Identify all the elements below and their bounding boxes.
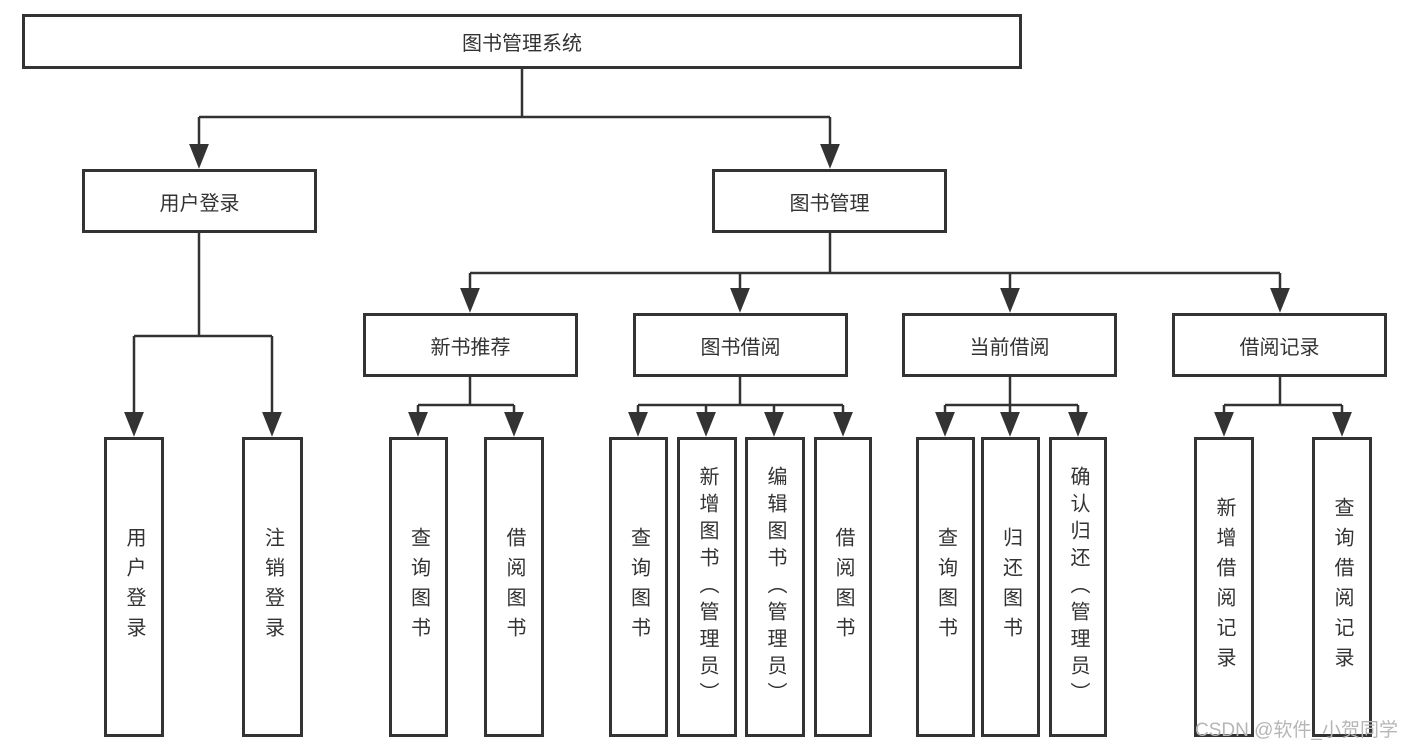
node-user-login-label: 用户登录: [159, 192, 240, 215]
leaf-confirm-return-admin: 确认归还（管理员）: [1049, 437, 1107, 737]
leaf-add-book-admin: 新增图书（管理员）: [677, 437, 737, 737]
leaf-logout-label: 注销登录: [261, 527, 284, 647]
leaf-borrow-books-recommend-label: 借阅图书: [503, 527, 525, 647]
leaf-add-book-admin-label: 新增图书（管理员）: [696, 465, 718, 709]
leaf-query-books-borrow-label: 查询图书: [627, 527, 650, 647]
leaf-edit-book-admin: 编辑图书（管理员）: [745, 437, 805, 737]
node-book-borrowing: 图书借阅: [633, 313, 848, 377]
leaf-query-books-current-label: 查询图书: [934, 527, 957, 647]
node-current-borrowing-label: 当前借阅: [969, 336, 1050, 359]
node-root: 图书管理系统: [22, 14, 1022, 69]
node-book-management-label: 图书管理: [789, 192, 870, 215]
node-book-borrowing-label: 图书借阅: [700, 336, 781, 359]
node-current-borrowing: 当前借阅: [902, 313, 1117, 377]
node-book-management: 图书管理: [712, 169, 947, 233]
leaf-query-books-borrow: 查询图书: [609, 437, 668, 737]
leaf-query-books-current: 查询图书: [916, 437, 975, 737]
node-root-label: 图书管理系统: [462, 33, 582, 55]
leaf-query-books-recommend: 查询图书: [389, 437, 448, 737]
watermark: CSDN @软件_小贺同学: [1195, 720, 1398, 741]
leaf-borrow-books-borrow-label: 借阅图书: [832, 527, 854, 647]
leaf-query-books-recommend-label: 查询图书: [407, 527, 430, 647]
leaf-edit-book-admin-label: 编辑图书（管理员）: [764, 465, 786, 709]
leaf-query-borrow-record: 查询借阅记录: [1312, 437, 1372, 737]
connectors-current-borrowing: [935, 377, 1088, 437]
connectors-root: [189, 69, 840, 169]
leaf-add-borrow-record: 新增借阅记录: [1194, 437, 1254, 737]
leaf-return-books: 归还图书: [981, 437, 1040, 737]
leaf-query-borrow-record-label: 查询借阅记录: [1331, 497, 1353, 677]
connectors-book-management: [460, 233, 1290, 313]
connectors-new-book-recommendation: [408, 377, 524, 437]
leaf-borrow-books-recommend: 借阅图书: [484, 437, 544, 737]
connectors-borrowing-records: [1214, 377, 1352, 437]
leaf-return-books-label: 归还图书: [999, 527, 1022, 647]
leaf-borrow-books-borrow: 借阅图书: [814, 437, 872, 737]
node-borrowing-records: 借阅记录: [1172, 313, 1387, 377]
leaf-user-login: 用户登录: [104, 437, 164, 737]
leaf-confirm-return-admin-label: 确认归还（管理员）: [1067, 465, 1089, 709]
connectors-user-login: [124, 233, 282, 437]
connectors-book-borrowing: [628, 377, 853, 437]
node-borrowing-records-label: 借阅记录: [1239, 336, 1320, 359]
node-new-book-recommendation: 新书推荐: [363, 313, 578, 377]
leaf-logout: 注销登录: [242, 437, 303, 737]
leaf-add-borrow-record-label: 新增借阅记录: [1213, 497, 1235, 677]
node-user-login: 用户登录: [82, 169, 317, 233]
leaf-user-login-label: 用户登录: [123, 527, 145, 647]
node-new-book-recommendation-label: 新书推荐: [430, 336, 511, 359]
